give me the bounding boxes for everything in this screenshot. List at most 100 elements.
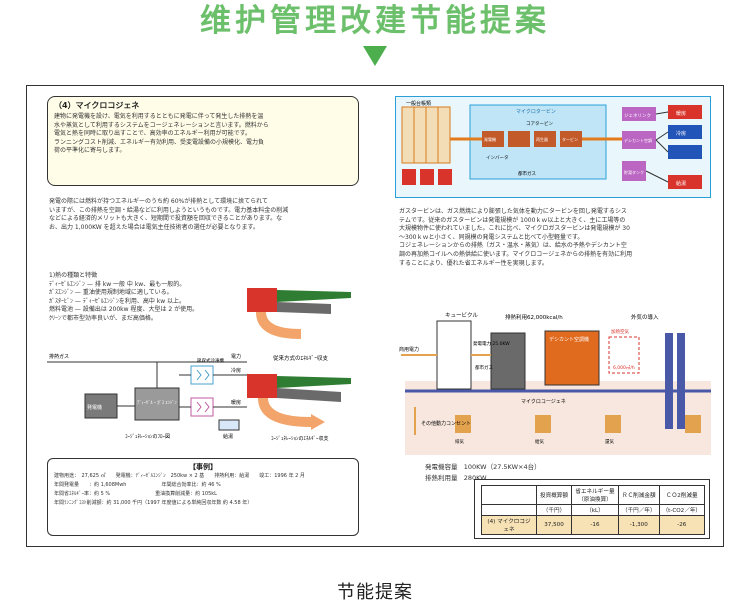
cogen-flow-diagram: 排熱ガス 発電機 ﾃﾞｨｰｾﾞﾙ・ｶﾞｽ ｴﾝｼﾞﾝ 吸収式冷凍機 電力 冷房 … [47,353,247,440]
cooling-out-label: 冷房 [676,130,686,137]
heating-out-label: 暖房 [676,110,686,117]
microturbine-label: マイクロタービン [516,108,556,115]
table-cell [481,485,537,505]
city-gas-label: 都市ガス [475,364,493,371]
text-line: 荷の平準化に寄与します。 [54,147,126,155]
fuel-label: 都市ガス [518,170,536,177]
commercial-power-label: 商用電力 [399,346,419,353]
table-cell: -16 [570,515,619,535]
micro-cogen-label: マイクロコージェネ [521,399,566,405]
table-cell: 省エネルギー量（原油換算） [570,485,619,505]
engine-label: ﾃﾞｨｰｾﾞﾙ・ｶﾞｽ ｴﾝｼﾞﾝ [137,399,177,406]
outside-air-label: 外気の導入 [631,313,659,321]
cubicle-label: キュービクル [445,311,478,319]
absorber-label: 吸収式冷凍機 [197,357,224,364]
turbine-label: タービン [562,136,578,142]
return-label: 還気 [605,438,614,445]
heat-exchanger-2 [190,397,214,417]
jet-link-label: ジェネリンク [624,113,651,119]
case-study-box: 【事例】 建物用途： 27,625 ㎡ 発電機：ﾃﾞｨｰｾﾞﾙｴﾝｼﾞﾝ 250… [47,458,359,536]
recuperator-label: 再生器 [536,136,548,142]
cubicle-block [436,320,472,390]
table-cell: （t-CO2／年） [658,504,706,516]
intro-text: 建物に発電機を設け、電気を利用するとともに発電に伴って発生した排熱を温水や蒸気と… [54,113,352,156]
jet-link-block [622,107,656,121]
outlet-label: 排気 [455,438,464,445]
generated-power-label: 発電電力 25.0KW [473,340,510,347]
table-cell [481,504,537,516]
text-line: 電気と熱を同時に取り出すことで、高効率のエネルギー利用が可能です。 [54,130,251,138]
intro-box: （4）マイクロコジェネ 建物に発電機を設け、電気を利用するとともに発電に伴って発… [47,96,359,186]
supply-label: 給気 [535,438,544,445]
air-volume-label: 6,000㎥/h [613,364,635,371]
case-study-title: 【事例】 [189,463,217,471]
document-spread: （4）マイクロコジェネ 建物に発電機を設け、電気を利用するとともに発電に伴って発… [26,85,724,547]
case-study-text: 建物用途： 27,625 ㎡ 発電機：ﾃﾞｨｰｾﾞﾙｴﾝｼﾞﾝ 250kw × … [54,472,352,508]
desiccant-unit [544,330,600,386]
table-cell: (4) マイクロコジェネ [481,515,537,535]
system-layout-diagram: キュービクル 排熱利用62,000kcal/h 外気の導入 商用電力 発電電力 … [399,311,711,455]
hot-water-out-label: 給湯 [676,180,686,187]
section-title: （4）マイクロコジェネ [54,101,140,110]
page-heading: 维护管理改建节能提案 [200,3,550,39]
tank-label: 貯湯タンク [624,169,644,175]
general-facility-label: 一般台帳類 [406,100,431,107]
cogen-flow-caption: ｺｰｼﾞｪﾈﾚｰｼｮﾝのﾌﾛｰ図 [125,433,170,440]
conventional-caption: 従来方式のｴﾈﾙｷﾞｰ収支 [273,354,329,362]
text-line: 水や蒸気として利用するシステムをコージェネレーションと言います。燃料から [54,121,269,129]
capacity-label-2: 排熱利用量 [425,474,458,482]
capacity-info: 発電機容量 100KW（27.5KW×4台） 排熱利用量 280KW [425,462,541,484]
table-cell: 投資概算額 [536,485,572,505]
text-line: することにより、優れた省エネルギー性を実現します。 [399,259,549,267]
table-cell: ＲＣ削減金額 [617,485,660,505]
table-cell: （kL） [570,504,619,516]
page-caption: 节能提案 [337,582,413,603]
text-line: ｶﾞｽﾀｰﾋﾞﾝ — ﾃﾞｨｰｾﾞﾙｴﾝｼﾞﾝを利用、高中 kw 以上。 [49,297,186,305]
heating-label: 暖房 [231,399,241,406]
electric-label: 電力 [231,353,241,360]
desiccant-label: デシカント空調 [624,137,652,143]
generator-label: 発電機 [87,404,102,411]
inverter-label: インバータ [486,154,509,161]
text-line: お、出力 1,000KW を超えた場合は電気主任技術者の選任が必要となります。 [49,223,259,231]
table-cell: -1,300 [617,515,660,535]
table-header-row: 投資概算額 省エネルギー量（原油換算） ＲＣ削減金額 ＣＯ2削減量 [481,485,706,505]
text-line: 調の再加熱コイルへの熱供給に使います。マイクロコージェネからの排熱を有効に利用 [399,250,633,258]
text-line: テムです。従来のガスタービンは発電規模が 1000ｋｗ以上と大きく、主に工場等の [399,216,626,224]
fuel-input-bottom [247,374,277,398]
capacity-value-2: 280KW [463,474,487,482]
text-line: ランニングコスト削減、エネルギー有効利用、受変電設備の小規模化、電力負 [54,138,265,146]
compressor-label: コアタービン [526,120,553,127]
capacity-label-1: 発電機容量 [425,463,458,471]
text-line: 発電の際には燃料が持つエネルギーのうち約 60%が排熱として環境に捨てられて [49,198,268,205]
hot-water-tank-block [622,161,646,181]
desiccant-unit-label: デシカント空調機 [549,336,589,343]
cooling-label: 冷房 [231,367,241,374]
text-line: ガスタービンは、ガス燃焼により膨張した気体を動力にタービンを回し発電するシス [399,208,627,215]
exhaust-label: 排熱ガス [49,353,69,360]
table-row: (4) マイクロコジェネ 37,500 -16 -1,300 -26 [481,515,706,535]
generator-label-right: 発電機 [484,136,496,142]
energy-balance-diagram: 従来方式のｴﾈﾙｷﾞｰ収支 ｺｰｼﾞｪﾈﾚｰｼｮﾝのｴﾈﾙｷﾞｰ収支 [247,288,351,442]
exhaust-use-label: 排熱利用62,000kcal/h [505,313,563,321]
text-line: ｶﾞｽｴﾝｼﾞﾝ — 重油使用規制地域に適している。 [49,289,173,297]
hot-water-label: 給湯 [223,433,233,440]
table-unit-row: （千円） （kL） （千円／年） （t-CO2／年） [481,504,706,516]
fuel-input-top [247,288,277,312]
text-line: 建物用途： 27,625 ㎡ 発電機：ﾃﾞｨｰｾﾞﾙｴﾝｼﾞﾝ 250kw × … [54,473,305,479]
text-line: 年間発電量 ：約 1,608Mwh 年間総合効率比：約 46 % [54,482,221,488]
microturbine-diagram: 一般台帳類 マイクロタービン コアタービン 発電機 インバータ 再生器 タービン… [395,96,711,198]
engine-block [134,387,180,421]
text-line: 大規模物件に使われていました。これに比べ、マイクロガスタービンは発電規模が 30 [399,225,630,233]
cogen-balance-caption: ｺｰｼﾞｪﾈﾚｰｼｮﾝのｴﾈﾙｷﾞｰ収支 [271,435,329,442]
table-cell: 37,500 [536,515,572,535]
table-cell: （千円） [536,504,572,516]
capacity-value-1: 100KW（27.5KW×4台） [463,463,541,471]
text-line: ﾃﾞｨｰｾﾞﾙｴﾝｼﾞﾝ — 排 kw 一般 中 kw、最も一般的。 [49,280,186,288]
text-line: 燃料電池 — 設備出は 200kw 程度、大型は 2 が使用。 [49,306,199,314]
generator-block [84,393,118,419]
down-arrow-icon [363,46,387,66]
text-line: 年間ﾗﾝﾆﾝｸﾞｺｽﾄ削減額：約 31,000 千円（1997 年度値による単純… [54,500,253,506]
text-line: 年間省ｴﾈﾙｷﾞｰ率：約 5 % 重油換算削減量：約 105kL [54,491,217,497]
desiccant-block [622,131,656,149]
